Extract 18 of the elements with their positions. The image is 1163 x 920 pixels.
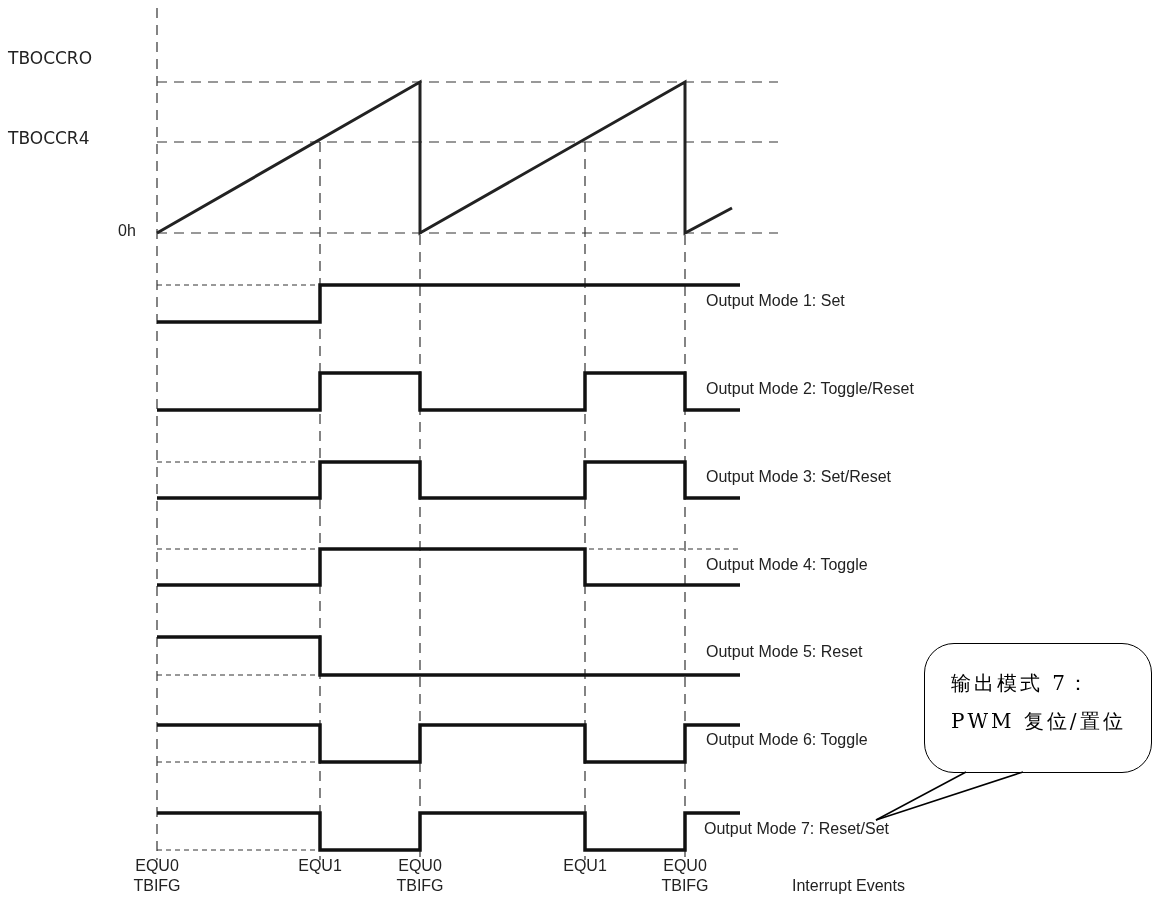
level-label: TBOCCRO [8,48,93,68]
mode-label: Output Mode 1: Set [706,292,845,310]
event-label: EQU0 TBIFG [132,856,182,896]
event-label: EQU1 [562,856,608,876]
mode-label: Output Mode 5: Reset [706,643,863,661]
mode-label: Interrupt Events [792,877,905,895]
level-label: TBOCCR4 [8,128,90,148]
mode-label: Output Mode 7: Reset/Set [704,820,889,838]
event-label: EQU1 [297,856,343,876]
level-label: 0h [118,222,136,240]
callout-text: 输出模式 7：PWM 复位/置位 [951,670,1127,735]
event-label: EQU0 TBIFG [660,856,710,896]
callout-bubble [924,643,1152,773]
mode-label: Output Mode 4: Toggle [706,556,868,574]
event-label: EQU0 TBIFG [395,856,445,896]
mode-label: Output Mode 3: Set/Reset [706,468,891,486]
mode-label: Output Mode 6: Toggle [706,731,868,749]
mode-label: Output Mode 2: Toggle/Reset [706,380,914,398]
